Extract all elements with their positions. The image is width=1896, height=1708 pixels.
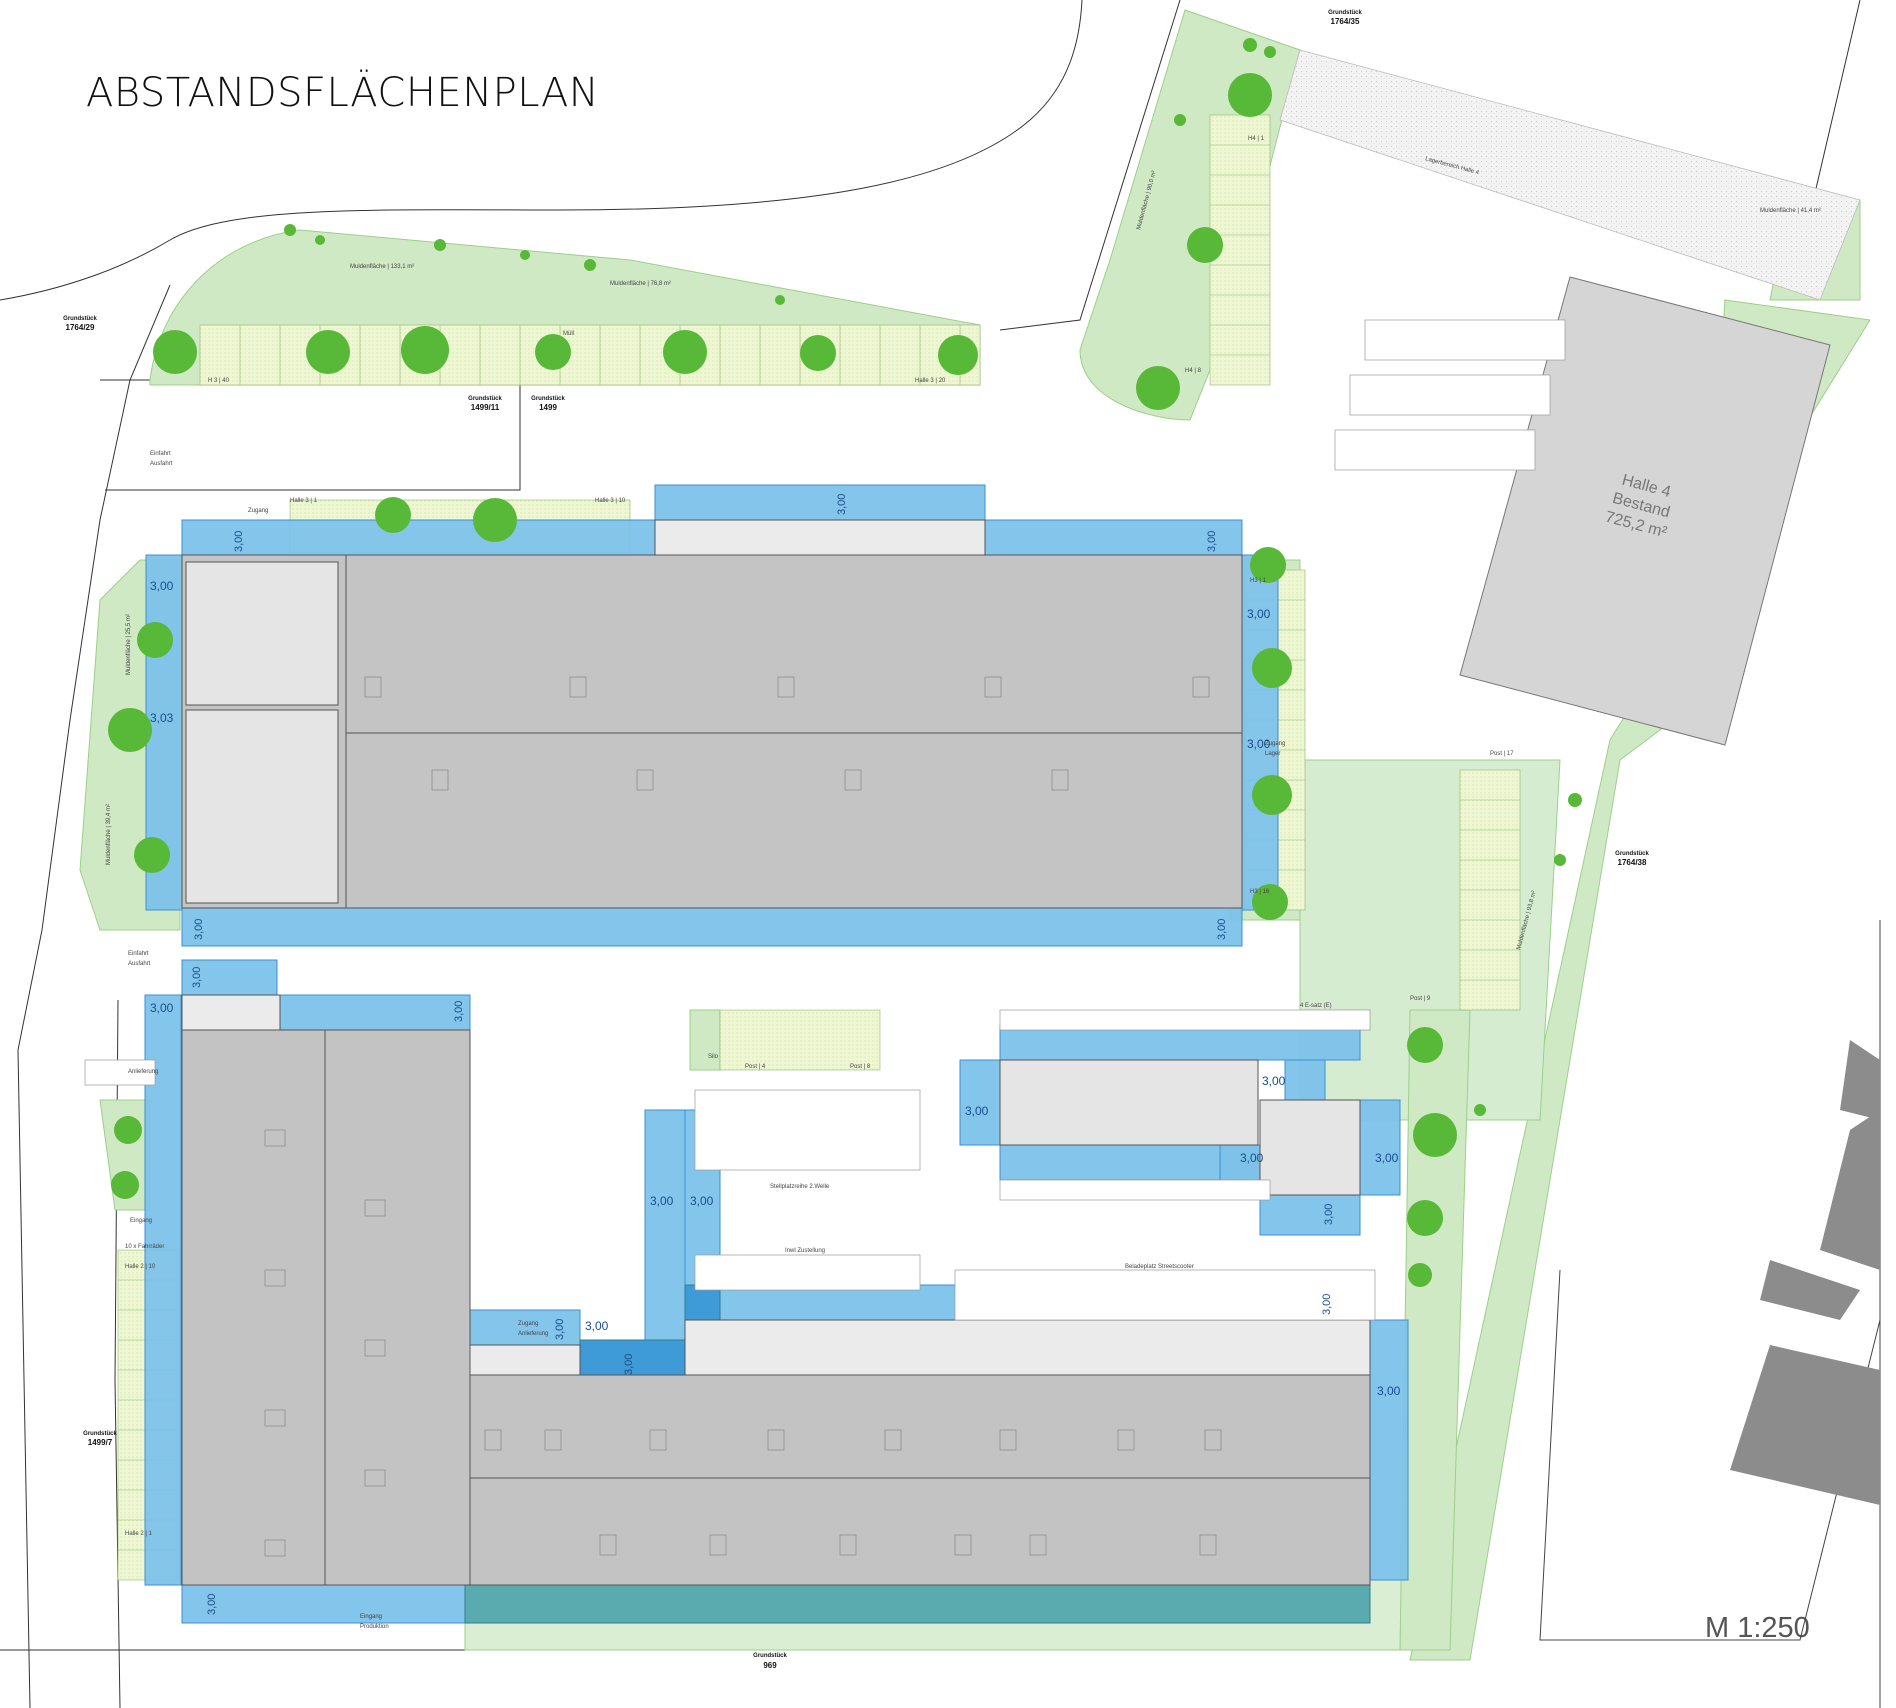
- ausfahrt-label: Ausfahrt: [128, 961, 151, 967]
- neighbour-buildings: [1730, 1040, 1880, 1505]
- gravel-storage-area: [1279, 49, 1861, 301]
- halle-label: Halle 3 | 1: [290, 498, 318, 504]
- zugang-lager-label: Lager: [1265, 751, 1280, 757]
- inwl-zustellung-label: Inwl Zustellung: [785, 1248, 825, 1254]
- muell-label: Müll: [563, 331, 574, 337]
- distance-label: 3,00: [585, 1319, 609, 1333]
- post-label: Post | 4: [745, 1064, 766, 1070]
- distance-label: 3,00: [965, 1104, 989, 1118]
- mulden-label: Muldenfläche | 25,5 m²: [126, 614, 132, 675]
- parcel-number: 1764/29: [66, 323, 95, 332]
- building-markers: [264, 676, 1222, 1557]
- distance-label: 3,00: [193, 919, 205, 940]
- parcel-label: Grundstück: [63, 316, 97, 322]
- zugang-anlieferung-label: Anlieferung: [518, 1331, 548, 1337]
- zugang-label: Zugang: [248, 508, 268, 514]
- distance-label: 3,00: [206, 1594, 218, 1615]
- distance-label: 3,00: [690, 1194, 714, 1208]
- parcel-label: Grundstück: [531, 396, 565, 402]
- mulden-label: Muldenfläche | 39,4 m²: [106, 804, 112, 865]
- distance-label: 3,03: [150, 711, 174, 725]
- eingang-produktion-label: Eingang: [360, 1614, 382, 1620]
- parcel-label: Grundstück: [468, 396, 502, 402]
- halle-label: H 3 | 40: [208, 378, 230, 384]
- distance-label: 3,00: [1377, 1384, 1401, 1398]
- parcel-label: Grundstück: [1328, 10, 1362, 16]
- distance-label: 3,00: [150, 1001, 174, 1015]
- bike-label: 10 x Fahrräder: [125, 1244, 164, 1250]
- distance-label: 3,00: [191, 967, 203, 988]
- einfahrt-label: Einfahrt: [150, 451, 171, 457]
- distance-label: 3,00: [650, 1194, 674, 1208]
- plan-title: ABSTANDSFLÄCHENPLAN: [86, 70, 600, 116]
- scale-label: M 1:250: [1705, 1612, 1810, 1644]
- ausfahrt-label: Ausfahrt: [150, 461, 173, 467]
- distance-label: 3,00: [1262, 1074, 1286, 1088]
- eingang-label: Eingang: [130, 1218, 152, 1224]
- halle-label: Halle 2 | 1: [125, 1531, 153, 1537]
- mulden-label: Muldenfläche | 76,8 m²: [610, 281, 671, 287]
- post-label: Post | 8: [850, 1064, 871, 1070]
- buildings: [181, 276, 1831, 1586]
- distance-label: 3,00: [554, 1319, 566, 1340]
- halle-label: Halle 2 | 10: [125, 1264, 156, 1270]
- distance-label: 3,00: [1247, 607, 1271, 621]
- distance-label: 3,00: [150, 579, 174, 593]
- beladeplatz-label: Beladeplatz Streetscooter: [1125, 1264, 1194, 1270]
- trees: [108, 38, 1582, 1287]
- distance-label: 3,00: [1375, 1151, 1399, 1165]
- distance-label: 3,00: [453, 1001, 465, 1022]
- halle-label: Halle 3 | 10: [595, 498, 626, 504]
- einfahrt-label: Einfahrt: [128, 951, 149, 957]
- post-label: Post | 9: [1410, 996, 1431, 1002]
- parcel-number: 1764/38: [1618, 858, 1647, 867]
- distance-label: 3,00: [836, 494, 848, 515]
- distance-labels: 3,00 3,03 3,00 3,00 3,00 3,00 3,00 3,00 …: [150, 579, 1401, 1398]
- distance-label: 3,00: [623, 1354, 635, 1375]
- parcel-label: Grundstück: [753, 1653, 787, 1659]
- distance-label: 3,00: [1206, 531, 1218, 552]
- silo-label: Silo: [708, 1054, 719, 1060]
- halle-label: Halle 3 | 20: [915, 378, 946, 384]
- parcel-label: Grundstück: [1615, 851, 1649, 857]
- parcel-number: 1499/7: [88, 1438, 113, 1447]
- distance-label: 3,00: [1321, 1294, 1333, 1315]
- h3-label: H3 | 16: [1250, 889, 1270, 895]
- parcel-number: 1764/35: [1331, 17, 1360, 26]
- zugang-anlieferung-label: Zugang: [518, 1321, 538, 1327]
- h4-label: H4 | 1: [1248, 136, 1265, 142]
- e-ersatz-label: 4 E-satz (E): [1300, 1003, 1332, 1009]
- zugang-lager-label: Zugang: [1265, 741, 1285, 747]
- overlap-areas: [464, 1284, 1371, 1624]
- distance-label: 3,00: [1247, 737, 1271, 751]
- van-parking: [84, 319, 1566, 1321]
- anlieferung-label: Anlieferung: [128, 1069, 158, 1075]
- distance-label: 3,00: [1240, 1151, 1264, 1165]
- parcel-number: 1499/11: [471, 403, 500, 412]
- h3-label: H3 | 1: [1250, 578, 1267, 584]
- mulden-label: Muldenfläche | 133,1 m²: [350, 264, 414, 270]
- parcel-label: Grundstück: [83, 1431, 117, 1437]
- h4-label: H4 | 8: [1185, 368, 1202, 374]
- distance-label: 3,00: [233, 531, 245, 552]
- stellplatzreihe-label: Stellplatzreihe 2.Welle: [770, 1184, 830, 1190]
- parcel-number: 1499: [539, 403, 557, 412]
- post-label: Post | 17: [1490, 751, 1514, 757]
- eingang-produktion-label: Produktion: [360, 1624, 389, 1630]
- distance-label: 3,00: [1216, 919, 1228, 940]
- distance-labels-vertical: 3,00 3,00 3,00 3,00 3,00 3,00 3,00 3,00 …: [191, 494, 1335, 1615]
- parcel-number: 969: [763, 1661, 777, 1670]
- distance-label: 3,00: [1323, 1204, 1335, 1225]
- parcel-labels: Grundstück 1764/35 Grundstück 1764/29 Gr…: [63, 10, 1649, 1670]
- mulden-label: Muldenfläche | 41,4 m²: [1760, 208, 1821, 214]
